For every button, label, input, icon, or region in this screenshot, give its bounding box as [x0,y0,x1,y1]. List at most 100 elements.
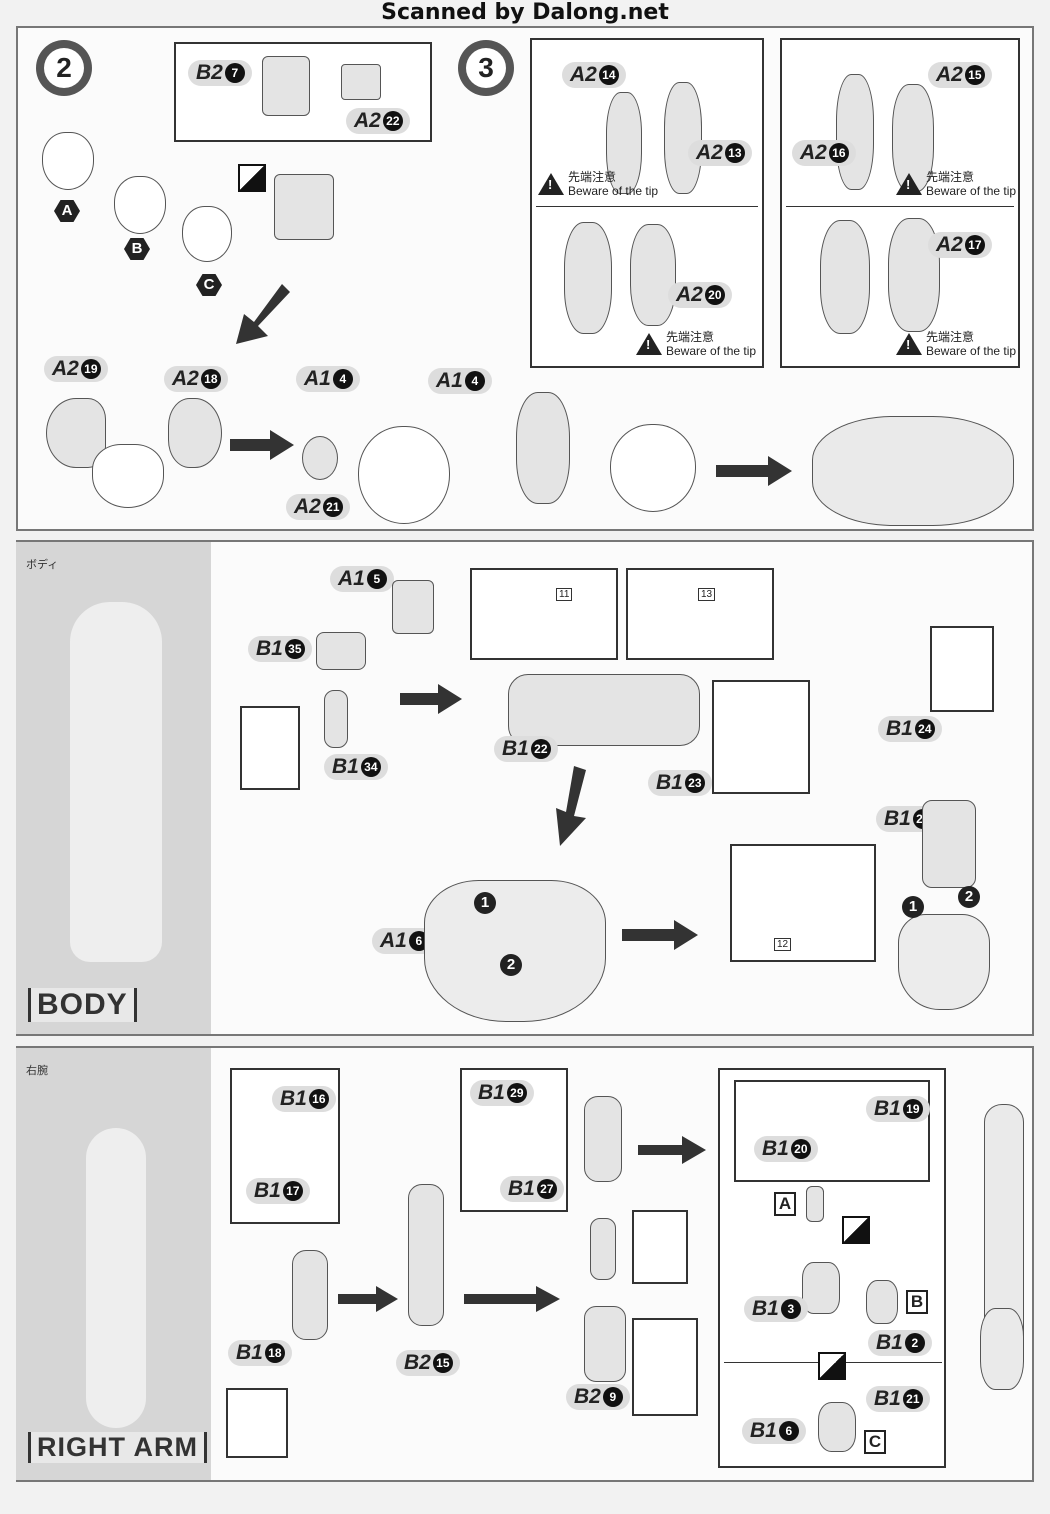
right-arrow-icon [638,1136,706,1164]
lower-arm-part [584,1306,626,1382]
order-step: 1 [474,892,496,914]
warning-icon [538,173,564,195]
arm-silhouette [86,1128,146,1428]
sticker-box [730,844,876,962]
hand-open-part [866,1280,898,1324]
right-arrow-icon [464,1286,560,1312]
ponytail-part [516,392,570,504]
ponytail-part [820,220,870,334]
face-option-a: A [54,200,80,222]
completed-head-ponytails [812,416,1014,526]
detail-box [930,626,994,712]
right-arrow-icon [338,1286,398,1312]
right-arm-jp-label: 右腕 [26,1065,48,1077]
detail-box [632,1210,688,1284]
divider [536,206,758,207]
hair-bun-part [302,436,338,480]
warning-icon [896,173,922,195]
head-assembly [92,444,164,508]
hand-pointing-part [818,1402,856,1452]
order-step: 1 [902,896,924,918]
waist-part [922,800,976,888]
head-frame-part [262,56,310,116]
option-b-marker: B [906,1290,928,1314]
choose-one-icon [818,1352,846,1380]
hand-fist-part [802,1262,840,1314]
detail-box [240,706,300,790]
head-frame-assembled [274,174,334,240]
detail-box [632,1318,698,1416]
elbow-joint [590,1218,616,1280]
body-title: BODY [28,988,137,1022]
completed-hand [980,1308,1024,1390]
right-arm-title: RIGHT ARM [28,1432,207,1463]
wrist-joint [806,1186,824,1222]
chest-cover [424,880,606,1022]
step-number: 2 [44,48,84,88]
detail-box [712,680,810,794]
upper-arm-part [408,1184,444,1326]
option-a-marker: A [774,1192,796,1216]
body-jp-label: ボディ [26,559,59,571]
completed-torso [898,914,990,1010]
sticker-number: 13 [698,588,716,601]
neck-part [392,580,434,634]
torso-joint [316,632,366,670]
face-c [182,206,232,262]
joint-piece [324,690,348,748]
right-arrow-icon [716,456,792,486]
sticker-box-left [470,568,618,660]
right-arrow-icon [230,430,294,460]
ponytail-part [564,222,612,334]
face-b [114,176,166,234]
sticker-number: 11 [556,588,573,601]
order-step: 2 [500,954,522,976]
divider [786,206,1014,207]
ponytail-part [630,224,676,326]
forearm-part [584,1096,622,1182]
right-arrow-icon [400,684,462,714]
chest-assembly [508,674,700,746]
sticker-number: 12 [774,938,792,951]
option-c-marker: C [864,1430,886,1454]
face-option-b: B [124,238,150,260]
choose-one-icon [842,1216,870,1244]
step-3-badge: 3 [458,40,514,96]
body-sidebar: ボディ BODY [16,542,211,1034]
ponytail-part [836,74,874,190]
sticker-box-right [626,568,774,660]
head-with-buns [610,424,696,512]
